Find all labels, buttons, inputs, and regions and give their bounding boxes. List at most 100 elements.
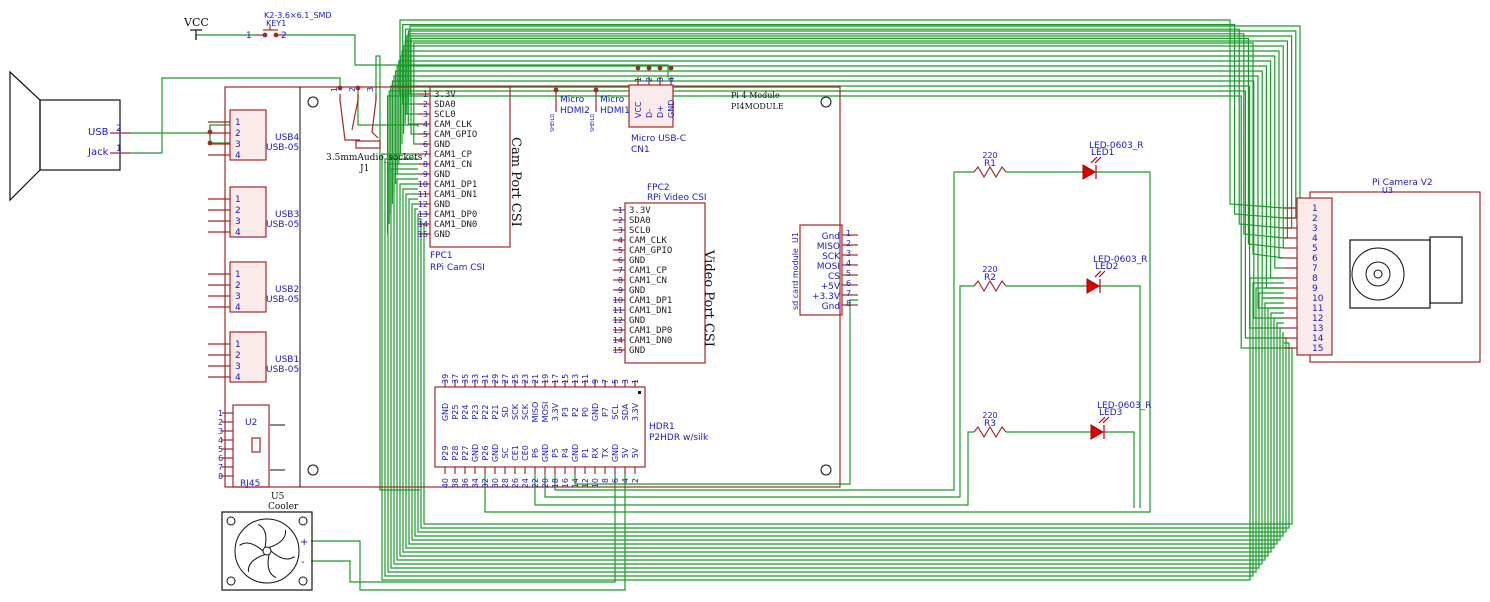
component-layer	[9, 26, 1481, 591]
sd-pin-name: +5V	[821, 282, 841, 292]
hdr-pin-number: 20	[541, 478, 550, 488]
shield-label: SHEILD	[550, 114, 556, 132]
wire-csi-bottom	[393, 173, 1284, 565]
csi-pin-name: CAM1_DN1	[629, 306, 672, 316]
wire-cam-bundle	[399, 19, 1285, 209]
camera-pin-number: 14	[1312, 334, 1324, 344]
csi-pin-number: 5	[423, 130, 428, 139]
csi-pin-number: 5	[618, 246, 623, 255]
wire-csi-camera	[403, 45, 1284, 249]
csi-pin-number: 7	[423, 150, 428, 159]
wire-csi-bottom	[414, 208, 1284, 537]
junction-dot	[646, 65, 652, 71]
wire-csi-camera	[393, 75, 1284, 309]
hdr-pin-number: 30	[491, 478, 500, 488]
hdr-pin-name: GND	[491, 444, 500, 462]
audio-pin-number: 1	[330, 87, 339, 92]
usb-port-3	[229, 261, 267, 313]
csi-pin-name: CAM1_CN	[629, 276, 667, 286]
speaker-body	[39, 99, 121, 171]
sd-pin-number: 1	[846, 229, 851, 238]
wire-cam-bundle	[410, 37, 1285, 249]
rj45-body	[232, 404, 270, 488]
wire-csi-bottom	[390, 168, 1284, 569]
camera-name: Pi Camera V2	[1372, 178, 1433, 188]
led-arrow	[1098, 416, 1106, 424]
fan-blade	[270, 550, 295, 560]
junction-dot	[593, 87, 599, 93]
wire-fan-plus	[311, 474, 626, 591]
usb-c-ref: CN1	[631, 145, 650, 155]
sd-pin-name: CS	[828, 272, 840, 282]
usb-c-pin-number: 3	[656, 77, 665, 82]
usb-ref: USB4	[275, 133, 299, 143]
u5-ref: U5	[271, 492, 285, 502]
camera-pin-number: 6	[1312, 254, 1318, 264]
led-arrow	[1102, 416, 1110, 424]
mounting-hole	[820, 464, 832, 476]
usb-pin-number: 2	[235, 129, 241, 139]
csi-pin-name: CAM1_CP	[629, 266, 668, 276]
hdr-pin-name: P25	[451, 404, 460, 419]
gpio-header-body	[434, 386, 646, 468]
csi-pin-name: CAM1_DN0	[434, 220, 477, 230]
camera-connector	[1296, 197, 1333, 356]
hdr-pin-name: P24	[461, 404, 470, 419]
speaker-jack-label: Jack	[87, 147, 109, 158]
sd-pin-name: SCK	[822, 252, 841, 262]
resistor-ref: R1	[984, 159, 996, 169]
wire-jack	[130, 77, 341, 154]
sd-name: sd card module	[791, 248, 800, 310]
usb-pin-number: 2	[235, 281, 241, 291]
hdr-pin-name: 5V	[631, 447, 640, 458]
u5-name: Cooler	[268, 502, 299, 512]
rj45-pin-number: 4	[218, 436, 223, 445]
usb-pin-number: 1	[235, 340, 241, 350]
led-1	[1082, 164, 1096, 180]
csi-pin-number: 15	[613, 346, 623, 355]
resistor-value: 220	[982, 265, 997, 274]
junction-dot	[355, 85, 361, 91]
wire-led3-gnd	[1104, 431, 1135, 508]
fpc2-ref: FPC2	[647, 183, 670, 193]
hdr-pin-name: 3.3V	[551, 402, 560, 421]
hdr-pin-name: MOSI	[541, 402, 550, 423]
fan-screw	[298, 516, 308, 526]
hdr-pin-number: 26	[511, 478, 520, 488]
usb-c-pin-name: D-	[645, 109, 654, 118]
camera-pin-number: 11	[1312, 304, 1323, 314]
led-ref: LED2	[1095, 262, 1118, 272]
csi-pin-name: SDA0	[629, 216, 651, 226]
vcc-label: VCC	[183, 16, 209, 29]
speaker-cone	[9, 70, 41, 202]
csi-pin-name: GND	[434, 170, 450, 180]
rj45-pin-number: 6	[218, 454, 223, 463]
hdr-pin-number: 27	[501, 374, 510, 384]
hdr-pin-number: 28	[501, 478, 510, 488]
usb-part: USB-05	[266, 220, 299, 230]
csi-pin-number: 3	[618, 226, 623, 235]
usb-pin-number: 3	[235, 140, 241, 150]
csi-pin-number: 8	[618, 276, 623, 285]
fan-blade	[239, 542, 264, 552]
wire-sd	[574, 299, 858, 485]
usb-part: USB-05	[266, 365, 299, 375]
csi-pin-name: CAM1_DP1	[434, 180, 477, 190]
hdr-pin-name: SCK	[511, 403, 520, 420]
csi-pin-number: 8	[423, 160, 428, 169]
led-part: LED-0603_R	[1097, 401, 1152, 411]
wire-r1	[554, 171, 974, 491]
camera-lens-inner	[1365, 261, 1391, 287]
hdr-pin-number: 15	[561, 374, 570, 384]
speaker-usb-label: USB	[88, 127, 109, 138]
junction-dot	[207, 129, 213, 135]
wire-csi-camera	[409, 25, 1301, 209]
hdr-pin-number: 35	[461, 374, 470, 384]
hdr-pin-name: TX	[601, 447, 610, 459]
csi-pin-number: 6	[618, 256, 623, 265]
text-layer: Pi 4 ModulePI4MODULEVCCK2-3.6×6.1_SMDKEY…	[87, 11, 1433, 568]
csi-pin-number: 10	[418, 180, 428, 189]
camera-lens-center	[1373, 269, 1383, 279]
camera-pin-number: 13	[1312, 324, 1323, 334]
